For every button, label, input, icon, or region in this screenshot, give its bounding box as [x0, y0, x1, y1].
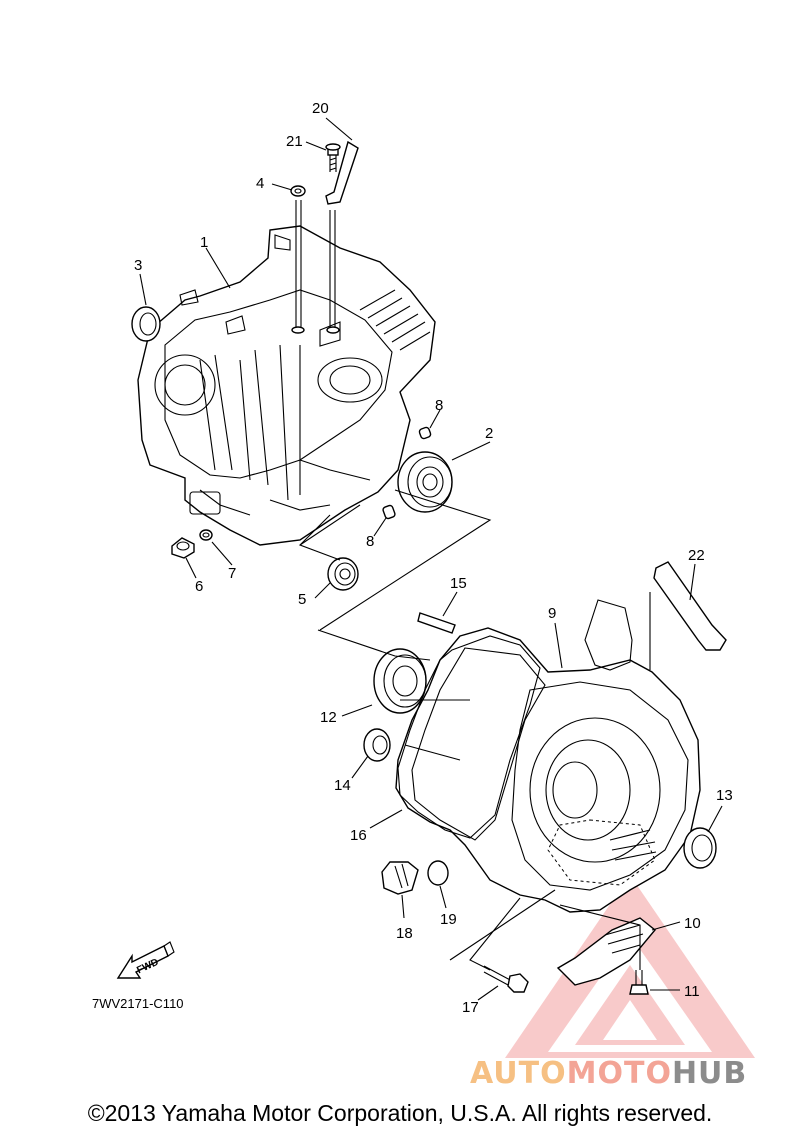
part-number-1: 1 [200, 234, 208, 251]
bolt-21 [325, 143, 341, 172]
gasket-7 [199, 529, 213, 541]
oil-seal-3 [131, 306, 161, 342]
watermark-text: AUTOMOTOHUB [470, 1056, 747, 1091]
oil-cap-18 [381, 861, 419, 895]
part-number-7: 7 [228, 565, 236, 582]
fwd-arrow-icon: FWD [116, 941, 175, 979]
bolt-11 [629, 970, 649, 995]
gasket-16 [397, 635, 541, 839]
dowel-pin-8a [418, 426, 432, 440]
bracket-10 [556, 917, 656, 986]
copyright-notice: ©2013 Yamaha Motor Corporation, U.S.A. A… [87, 1100, 713, 1126]
part-number-18: 18 [396, 925, 413, 942]
bearing-12 [373, 648, 427, 714]
part-number-4: 4 [256, 175, 264, 192]
part-number-8b: 8 [366, 533, 374, 550]
part-number-8a: 8 [435, 397, 443, 414]
watermark-moto: MOTO [566, 1056, 672, 1091]
part-number-11: 11 [684, 983, 700, 1000]
drain-bolt-6 [171, 537, 195, 559]
dowel-pin-8b [382, 504, 396, 520]
studs [291, 200, 340, 334]
part-number-13: 13 [716, 787, 733, 804]
part-number-17: 17 [462, 999, 479, 1016]
part-number-labels: 1 2 3 4 5 6 7 8 8 9 10 11 12 13 14 15 16… [134, 100, 733, 1016]
part-number-20: 20 [312, 100, 329, 117]
part-number-10: 10 [684, 915, 701, 932]
part-number-12: 12 [320, 709, 337, 726]
part-number-3: 3 [134, 257, 142, 274]
crankcase-1 [137, 225, 436, 546]
bearing-2 [397, 451, 453, 513]
assembly-lines-lower [317, 592, 651, 971]
part-number-2: 2 [485, 425, 493, 442]
part-number-16: 16 [350, 827, 367, 844]
oil-seal-13 [683, 827, 717, 869]
part-number-14: 14 [334, 777, 351, 794]
part-number-15: 15 [450, 575, 467, 592]
bearing-5 [327, 557, 359, 591]
leader-lines [139, 117, 723, 1001]
watermark-hub: HUB [671, 1056, 748, 1091]
watermark-triangle-logo [505, 875, 755, 1058]
pin-15 [417, 612, 456, 634]
bearing-14 [363, 728, 391, 762]
watermark-auto: AUTO [470, 1056, 567, 1091]
part-number-21: 21 [286, 133, 303, 150]
part-number-6: 6 [195, 578, 203, 595]
assembly-lines-upper [299, 489, 492, 631]
part-number-9: 9 [548, 605, 556, 622]
bracket-20 [325, 140, 359, 205]
part-number-19: 19 [440, 911, 457, 928]
crankcase-cover-9 [395, 599, 701, 913]
o-ring-19 [427, 860, 449, 886]
strap-22 [653, 561, 727, 651]
diagram-code: 7WV2171-C110 [92, 996, 184, 1011]
part-number-5: 5 [298, 591, 306, 608]
part-number-22: 22 [688, 547, 705, 564]
washer-4 [290, 185, 306, 197]
bolt-17 [483, 965, 529, 993]
